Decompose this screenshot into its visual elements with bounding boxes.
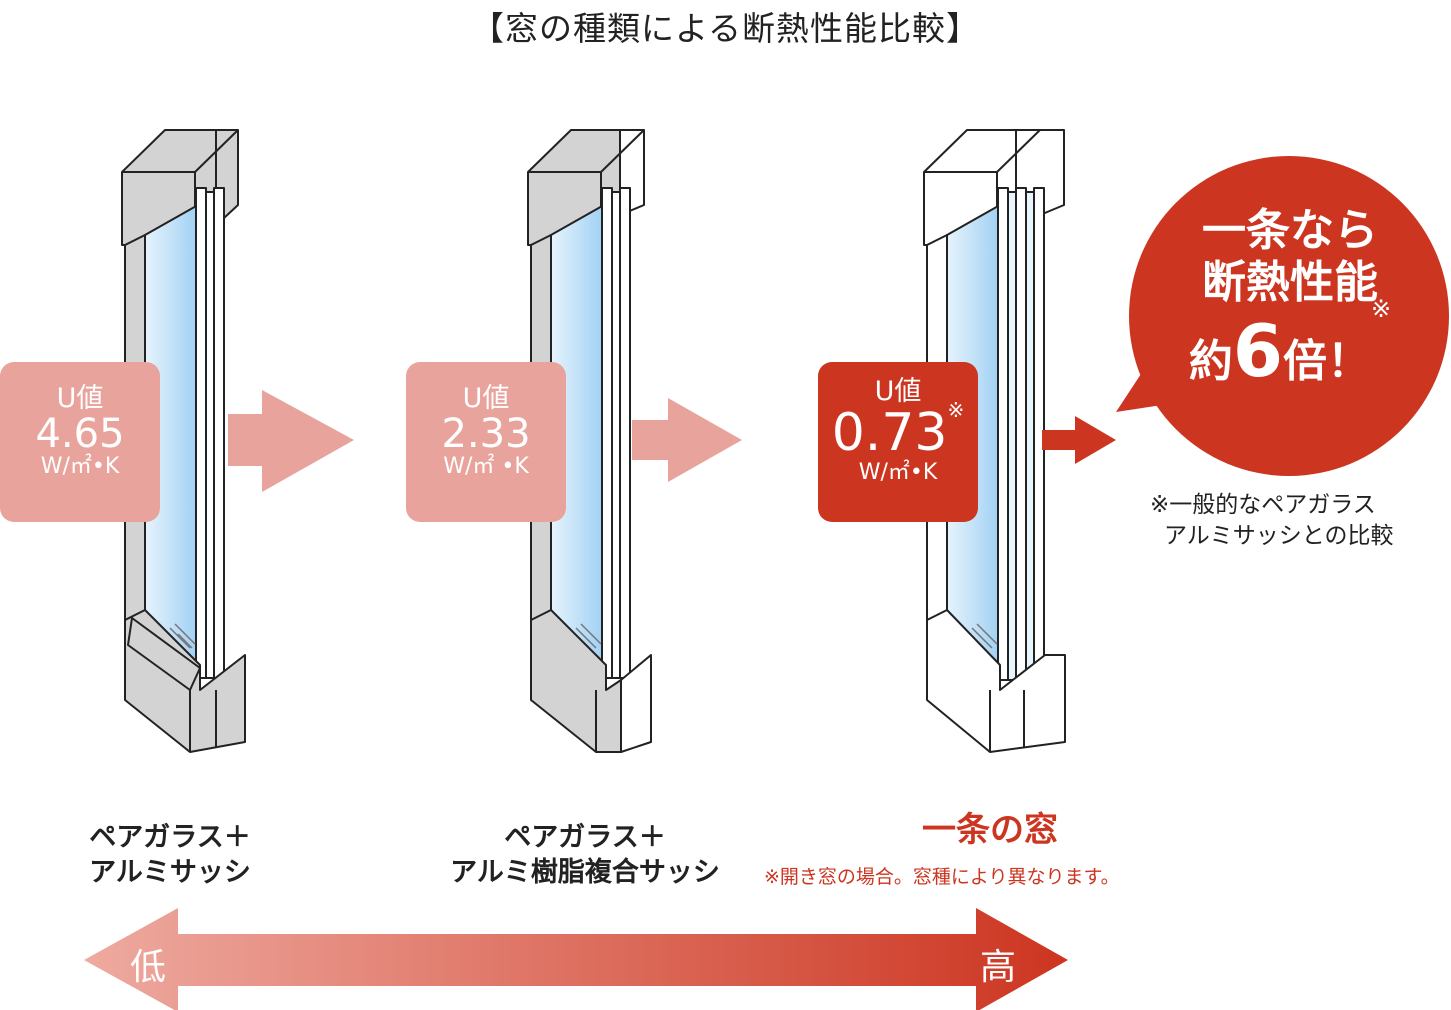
u-value-box-3	[818, 362, 978, 522]
bubble-line-1: 一条なら	[1202, 205, 1378, 256]
u-label: U値	[56, 383, 104, 414]
u-value-2: U値 2.33 W/㎡ •K	[406, 383, 566, 480]
footnote-line: アルミサッシとの比較	[1164, 523, 1394, 550]
page-title: 【窓の種類による断熱性能比較】	[470, 9, 980, 48]
bubble-post: 倍！	[1283, 335, 1371, 387]
caption-line: アルミサッシ	[89, 857, 251, 889]
caption-line: アルミ樹脂複合サッシ	[450, 857, 720, 889]
u-value-box-1	[0, 362, 160, 522]
u-unit: W/㎡ •K	[443, 454, 529, 480]
u-number: 2.33	[441, 411, 531, 458]
u-unit: W/㎡•K	[40, 454, 120, 480]
arrow-right-3	[1042, 416, 1116, 464]
caption-line: ペアガラス＋	[89, 822, 251, 853]
caption-window-3-note: ※開き窓の場合。窓種により異なります。	[764, 866, 1120, 888]
u-value-box-2	[406, 362, 566, 522]
scale-low-label: 低	[130, 947, 167, 988]
u-value-1: U値 4.65 W/㎡•K	[0, 383, 160, 480]
u-number: 0.73	[831, 403, 948, 464]
arrow-right-1	[228, 390, 354, 492]
u-mark: ※	[947, 398, 965, 423]
bubble-line-2: 断熱性能	[1202, 256, 1378, 308]
u-number: 4.65	[35, 411, 125, 458]
bubble-line-3: 約6倍！※	[1130, 295, 1450, 394]
bubble-mark: ※	[1371, 294, 1392, 323]
insulation-scale-arrow	[84, 908, 1068, 1010]
caption-window-2: ペアガラス＋ アルミ樹脂複合サッシ	[420, 820, 750, 890]
caption-line: ペアガラス＋	[504, 822, 666, 853]
caption-window-3: 一条の窓	[922, 810, 1058, 850]
u-value-3: U値 0.73※ W/㎡•K	[818, 376, 978, 485]
bubble-number: 6	[1232, 308, 1283, 393]
footnote: ※一般的なペアガラス アルミサッシとの比較	[1150, 490, 1394, 552]
window-aluminum-illustration	[121, 129, 246, 753]
u-label: U値	[874, 376, 922, 407]
footnote-line: ※一般的なペアガラス	[1150, 492, 1376, 518]
caption-window-1: ペアガラス＋ アルミサッシ	[40, 820, 300, 890]
scale-high-label: 高	[980, 947, 1017, 988]
u-label: U値	[462, 383, 510, 414]
speech-bubble	[1116, 156, 1449, 476]
arrow-right-2	[632, 398, 742, 482]
u-unit: W/㎡•K	[858, 459, 938, 485]
bubble-pre: 約	[1188, 335, 1233, 387]
bubble-text: 一条なら 断熱性能 約6倍！※	[1130, 205, 1450, 394]
